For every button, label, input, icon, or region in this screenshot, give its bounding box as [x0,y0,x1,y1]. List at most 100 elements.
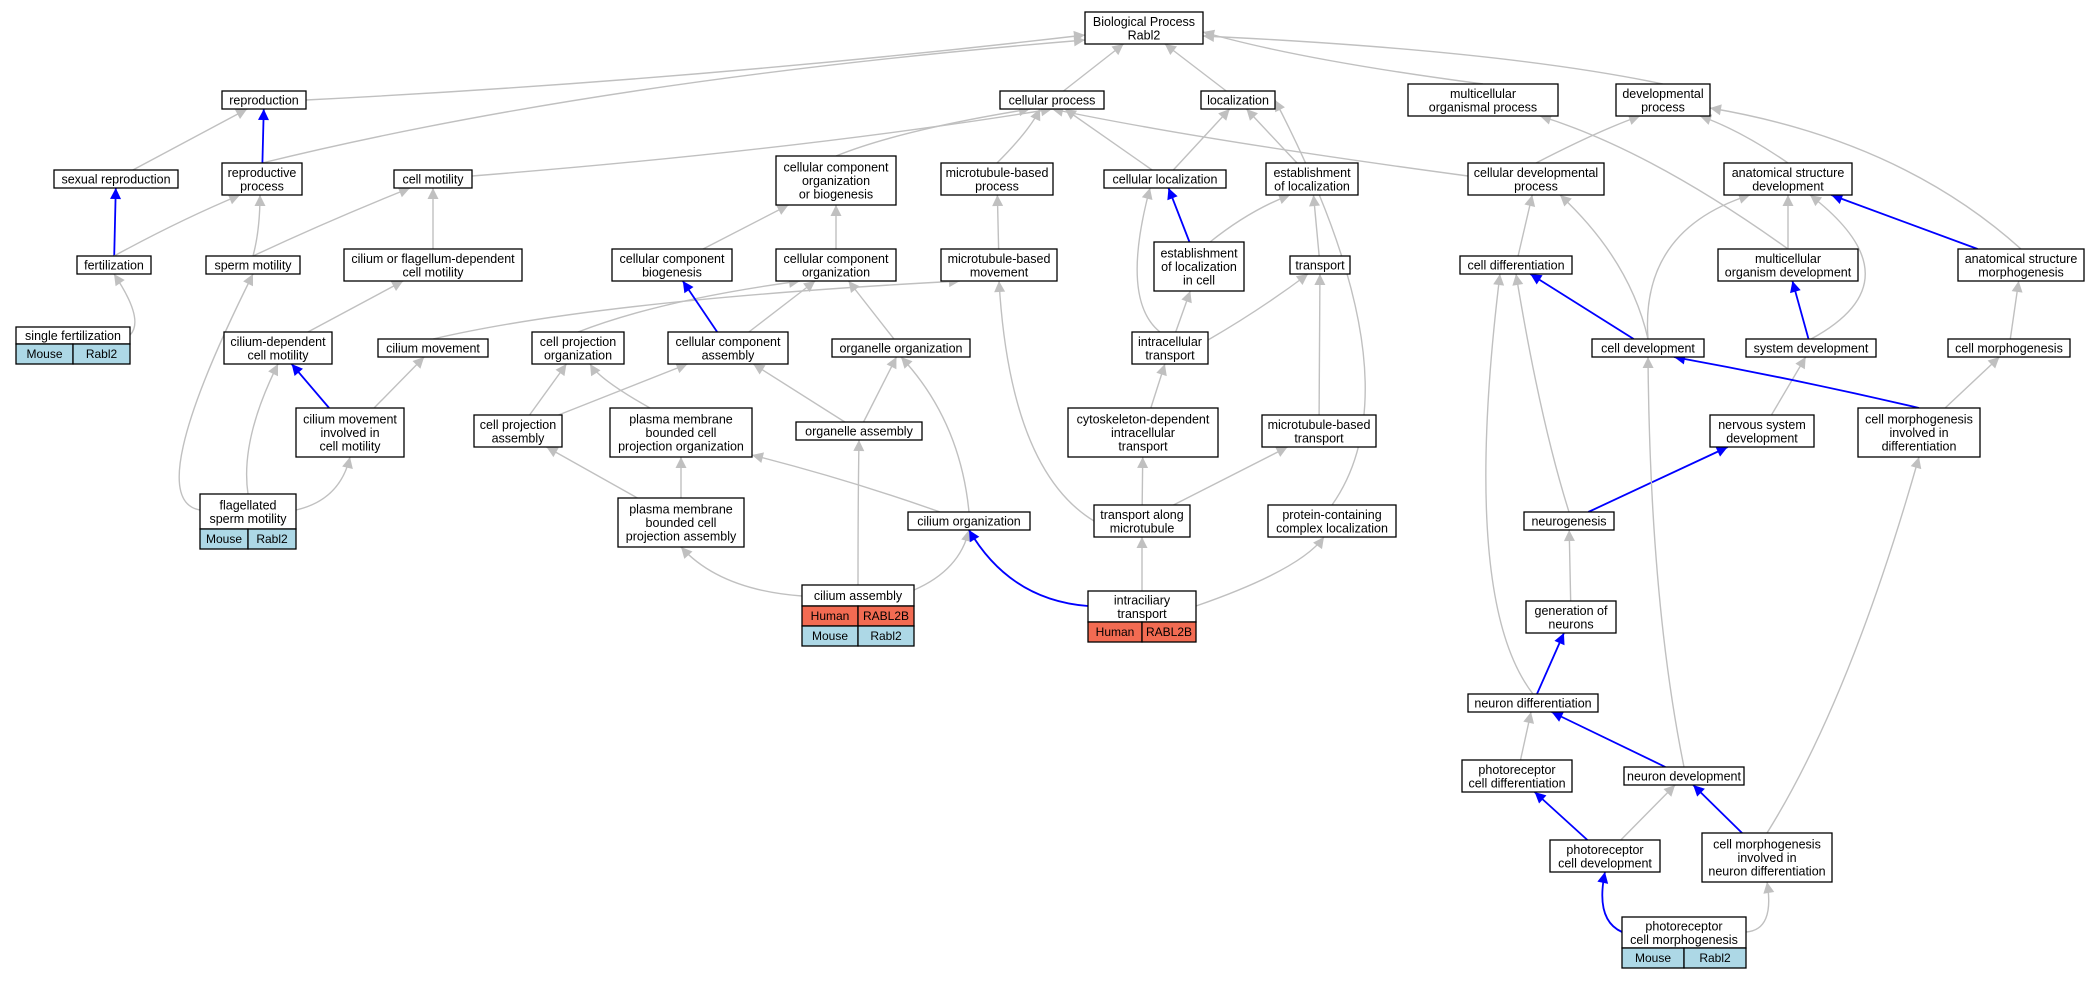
edge-line [1245,108,1298,164]
edge-transmt-to-mtbtrans [1173,446,1288,506]
go-term-node-transport[interactable]: transport [1289,255,1351,275]
go-term-node-neurogenesis[interactable]: neurogenesis [1523,511,1615,531]
node-label-line: process [240,179,284,193]
organism-label: Mouse [26,347,62,361]
arrowhead [1987,357,2000,369]
edge-transmt-to-cytoskel [1137,456,1149,506]
edge-neurdiff-to-celldiff [1485,273,1534,695]
go-term-node-cellloc[interactable]: cellular localization [1103,169,1227,189]
go-term-node-sexrep[interactable]: sexual reproduction [53,169,179,189]
node-box [1701,832,1833,883]
go-term-node-cellmot[interactable]: cell motility [393,169,473,189]
go-term-node-ciliummove[interactable]: cilium movement [377,338,489,358]
edge-line [1164,43,1227,92]
arrowhead [390,281,404,292]
node-label-line: transport [1145,348,1195,362]
node-label-line: cilium or flagellum-dependent [351,252,515,266]
edge-line [295,456,351,511]
go-term-node-organelleorg[interactable]: organelle organization [831,338,971,358]
edge-flagsperm-to-ciliumdep [245,363,279,495]
arrowhead [1737,193,1750,204]
go-term-node-cytoskel[interactable]: cytoskeleton-dependentintracellulartrans… [1067,407,1219,458]
edge-intracil-to-protloc [1195,536,1325,607]
arrowhead [1313,537,1324,550]
go-term-node-reproduction[interactable]: reproduction [221,90,307,110]
arrowhead [1523,712,1535,724]
edge-neurdev-to-neurdiff [1551,711,1666,768]
edge-spermmot-to-cellmot [252,186,411,257]
node-label-line: cellular component [676,335,781,349]
go-term-node-organelleassembly[interactable]: organelle assembly [795,421,923,441]
node-box [1717,248,1859,282]
go-term-node-localization[interactable]: localization [1200,90,1276,110]
node-box [1549,839,1661,873]
edge-line [1202,31,1484,85]
go-term-node-neurdiff[interactable]: neuron differentiation [1467,693,1599,713]
node-box [1957,248,2085,282]
go-term-node-neurdev[interactable]: neuron development [1623,766,1745,786]
edge-line [900,356,970,513]
node-label-line: Biological Process [1093,15,1195,29]
edge-pmbcpa-to-cellprojassembly [546,446,638,499]
node-label-line: anatomical structure [1732,166,1845,180]
go-term-node-celldev[interactable]: cell development [1591,338,1705,358]
edge-sysdev-to-multiorgdev [1790,280,1810,340]
edge-line [307,280,404,333]
arrowhead [675,457,687,468]
go-term-node-sysdev[interactable]: system development [1745,338,1877,358]
go-term-node-fert[interactable]: fertilization [76,255,152,275]
edge-ciliumassembly-to-ciliumorg [913,529,972,591]
node-label-line: complex localization [1276,521,1388,535]
arrowhead [342,457,353,469]
node-label-line: cellular localization [1113,173,1218,187]
go-term-node-celldiff[interactable]: cell differentiation [1459,255,1573,275]
go-term-node-cellproc[interactable]: cellular process [999,90,1105,110]
go-term-node-cellmorph[interactable]: cell morphogenesis [1947,338,2071,358]
go-term-node-ciliumorg[interactable]: cilium organization [907,511,1031,531]
edge-line [1559,194,1649,340]
node-label-line: microtubule-based [946,166,1049,180]
go-term-node-spermmot[interactable]: sperm motility [205,255,301,275]
arrowhead [1563,530,1575,542]
arrowhead [110,188,122,200]
edge-line [1064,108,1153,171]
